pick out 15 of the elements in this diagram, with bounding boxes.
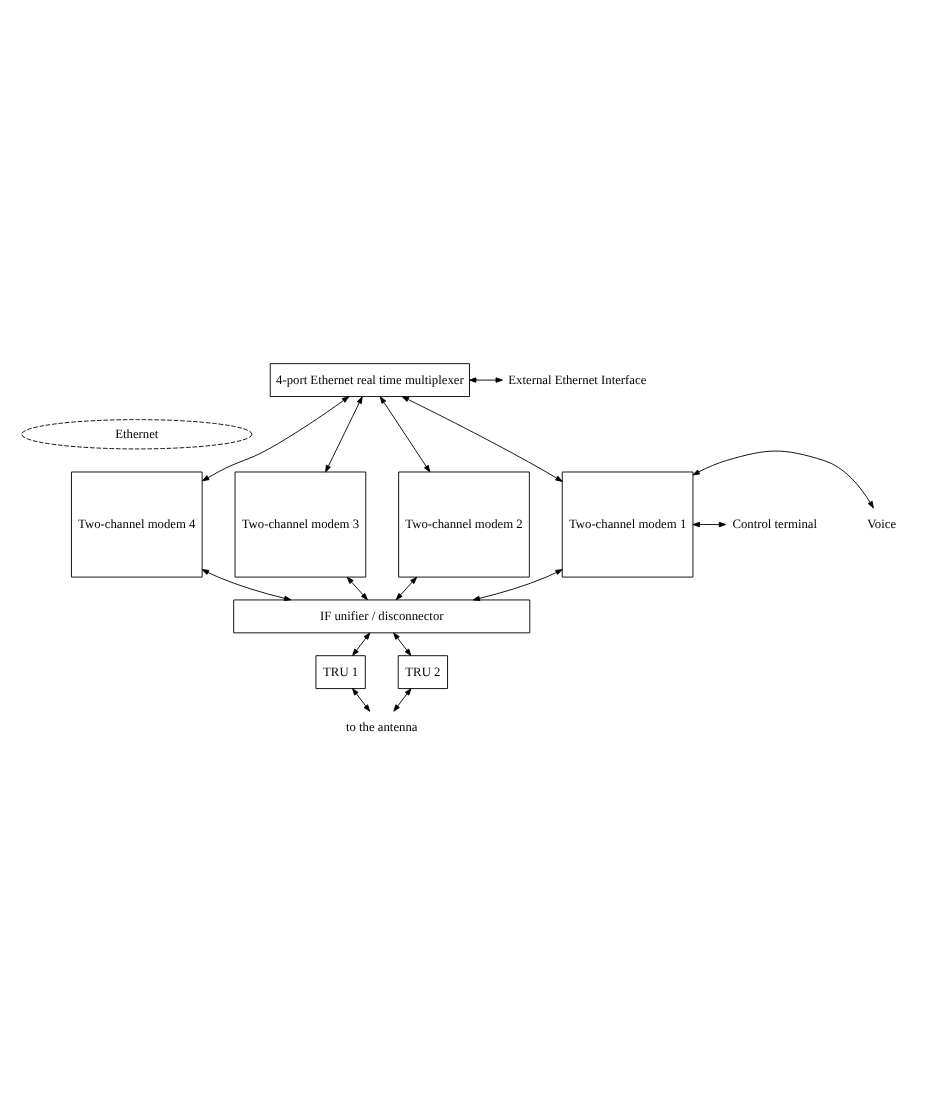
arrow xyxy=(325,395,363,472)
arrow xyxy=(692,520,727,527)
arrow xyxy=(472,568,563,601)
arrow xyxy=(401,395,563,481)
arrow xyxy=(201,568,292,600)
arrow xyxy=(352,687,371,711)
arrow xyxy=(346,575,368,600)
arrow xyxy=(393,631,412,655)
arrow xyxy=(202,395,350,481)
arrow xyxy=(393,687,412,711)
arrow xyxy=(395,575,418,600)
arrow xyxy=(469,376,503,382)
arrow xyxy=(692,449,874,508)
arrow xyxy=(352,631,371,655)
arrow xyxy=(379,395,431,472)
